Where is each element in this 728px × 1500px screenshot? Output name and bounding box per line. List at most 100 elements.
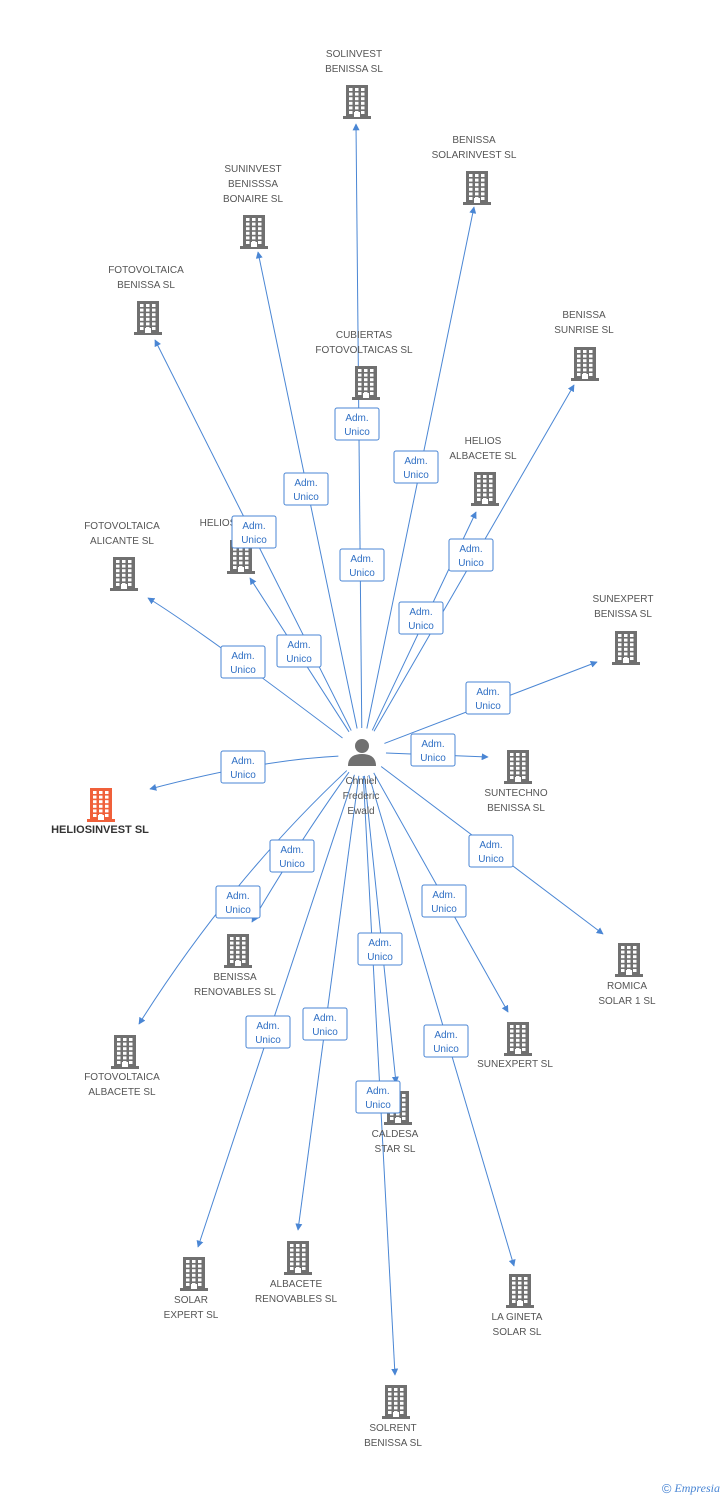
edge-label-line-1: Adm. [479, 840, 502, 851]
building-icon-albacete-renovables[interactable] [284, 1241, 312, 1275]
company-label-solar-expert-line: EXPERT SL [164, 1310, 219, 1321]
edge-label-adm-unico[interactable]: Adm.Unico [276, 634, 322, 668]
edges-layer [138, 123, 604, 1376]
building-icon-benissa-solarinvest[interactable] [463, 171, 491, 205]
company-label-solrent-benissa-line: SOLRENT [369, 1423, 416, 1434]
company-label-la-gineta-solar-line: LA GINETA [492, 1312, 543, 1323]
edge-label-adm-unico[interactable]: Adm.Unico [393, 450, 439, 484]
building-icon-suninvest-benisssa-bonaire[interactable] [240, 215, 268, 249]
edge-label-adm-unico[interactable]: Adm.Unico [302, 1007, 348, 1041]
building-icon-suntechno-benissa[interactable] [504, 750, 532, 784]
company-label-romica-solar-1-line: ROMICA [607, 981, 647, 992]
building-icon-sunexpert[interactable] [504, 1022, 532, 1056]
company-label-albacete-renovables-line: RENOVABLES SL [255, 1294, 338, 1305]
company-label-sunexpert-line: SUNEXPERT SL [477, 1059, 553, 1070]
company-label-helios-albacete-line: ALBACETE SL [449, 451, 517, 462]
company-label-fotovoltaica-alicante-line: ALICANTE SL [90, 536, 154, 547]
edge-label-line-2: Unico [475, 701, 501, 712]
company-label-benissa-solarinvest-line: BENISSA [452, 135, 496, 146]
building-icon-solinvest-benissa[interactable] [343, 85, 371, 119]
edge-la-gineta-solar [368, 774, 516, 1267]
company-label-solinvest-benissa-line: BENISSA SL [325, 64, 383, 75]
building-icon-solrent-benissa[interactable] [382, 1385, 410, 1419]
company-label-la-gineta-solar: LA GINETA SOLAR SL [492, 1312, 543, 1338]
edge-label-adm-unico[interactable]: Adm.Unico [334, 407, 380, 441]
building-icon-cubiertas-fotovoltaicas[interactable] [352, 366, 380, 400]
company-label-fotovoltaica-benissa-line: FOTOVOLTAICA [108, 265, 184, 276]
edge-label-line-2: Unico [431, 904, 457, 915]
edge-label-adm-unico[interactable]: Adm.Unico [398, 601, 444, 635]
edge-label-adm-unico[interactable]: Adm.Unico [421, 884, 467, 918]
edge-label-adm-unico[interactable]: Adm.Unico [269, 839, 315, 873]
company-label-cubiertas-fotovoltaicas-line: FOTOVOLTAICAS SL [315, 345, 413, 356]
company-label-benissa-sunrise-line: SUNRISE SL [554, 325, 614, 336]
building-icon-solar-expert[interactable] [180, 1257, 208, 1291]
edge-label-line-2: Unico [420, 753, 446, 764]
edge-label-adm-unico[interactable]: Adm. Unico [468, 834, 514, 868]
building-icon-heliosinvest[interactable] [87, 788, 115, 822]
company-label-fotovoltaica-albacete-line: FOTOVOLTAICA [84, 1072, 160, 1083]
company-label-fotovoltaica-alicante: FOTOVOLTAICA ALICANTE SL [84, 521, 160, 547]
edge-label-line-1: Adm. [459, 544, 482, 555]
company-label-helios-albacete-line: HELIOS [465, 436, 502, 447]
company-label-helios-albacete: HELIOS ALBACETE SL [449, 436, 517, 462]
company-label-fotovoltaica-alicante-line: FOTOVOLTAICA [84, 521, 160, 532]
building-icon-sunexpert-benissa[interactable] [612, 631, 640, 665]
edge-label-line-2: Unico [286, 654, 312, 665]
company-label-suninvest-benisssa-bonaire-line: SUNINVEST [224, 164, 281, 175]
building-icon-fotovoltaica-albacete[interactable] [111, 1035, 139, 1069]
building-icon-benissa-renovables[interactable] [224, 934, 252, 968]
edge-label-line-1: Adm. [476, 687, 499, 698]
edge-labels-layer: Adm.UnicoAdm.UnicoAdm.UnicoAdm.UnicoAdm.… [215, 407, 514, 1114]
edge-label-adm-unico[interactable]: Adm. Unico [423, 1024, 469, 1058]
footer: © Empresia [662, 1481, 720, 1496]
edge-label-line-2: Unico [478, 854, 504, 865]
edge-label-adm-unico[interactable]: Adm.Unico [220, 750, 266, 784]
company-label-suntechno-benissa-line: SUNTECHNO [484, 788, 548, 799]
edge-label-adm-unico[interactable]: Adm.Unico [357, 932, 403, 966]
building-icon-romica-solar-1[interactable] [615, 943, 643, 977]
building-icon-fotovoltaica-alicante[interactable] [110, 557, 138, 591]
edge-label-adm-unico[interactable]: Adm.Unico [231, 515, 277, 549]
company-label-caldesa-star-line: CALDESA [372, 1129, 419, 1140]
edge-label-adm-unico[interactable]: Adm.Unico [283, 472, 329, 506]
edge-label-line-1: Adm. [231, 651, 254, 662]
edge-label-adm-unico[interactable]: Adm.Unico [339, 548, 385, 582]
edge-label-adm-unico[interactable]: Adm. Unico [465, 681, 511, 715]
edge-label-line-2: Unico [241, 535, 267, 546]
company-label-sunexpert-benissa-line: SUNEXPERT [593, 594, 654, 605]
building-icon-helios-albacete[interactable] [471, 472, 499, 506]
edge-label-line-1: Adm. [421, 739, 444, 750]
edge-label-line-1: Adm. [226, 891, 249, 902]
edge-label-adm-unico[interactable]: Adm.Unico [355, 1080, 401, 1114]
edge-label-line-2: Unico [433, 1044, 459, 1055]
edge-label-adm-unico[interactable]: Adm.Unico [215, 885, 261, 919]
company-label-heliosinvest: HELIOSINVEST SL [51, 824, 149, 836]
edge-label-line-1: Adm. [366, 1086, 389, 1097]
edge-label-adm-unico[interactable]: Adm.Unico [245, 1015, 291, 1049]
edge-label-adm-unico[interactable]: Adm.Unico [448, 538, 494, 572]
brand-logo[interactable]: Empresia [674, 1481, 720, 1495]
edge-label-adm-unico[interactable]: Adm. Unico [410, 733, 456, 767]
company-label-helios: HELIOS [200, 518, 237, 529]
person-name-line: Frederic [343, 791, 380, 802]
building-icon-benissa-sunrise[interactable] [571, 347, 599, 381]
person-icon[interactable] [348, 739, 376, 766]
building-icon-fotovoltaica-benissa[interactable] [134, 301, 162, 335]
company-label-sunexpert-benissa-line: BENISSA SL [594, 609, 652, 620]
edge-label-line-2: Unico [230, 665, 256, 676]
edge-label-line-1: Adm. [434, 1030, 457, 1041]
company-label-la-gineta-solar-line: SOLAR SL [493, 1327, 542, 1338]
company-label-caldesa-star-line: STAR SL [375, 1144, 416, 1155]
building-icon-la-gineta-solar[interactable] [506, 1274, 534, 1308]
edge-label-adm-unico[interactable]: Adm. Unico [220, 645, 266, 679]
